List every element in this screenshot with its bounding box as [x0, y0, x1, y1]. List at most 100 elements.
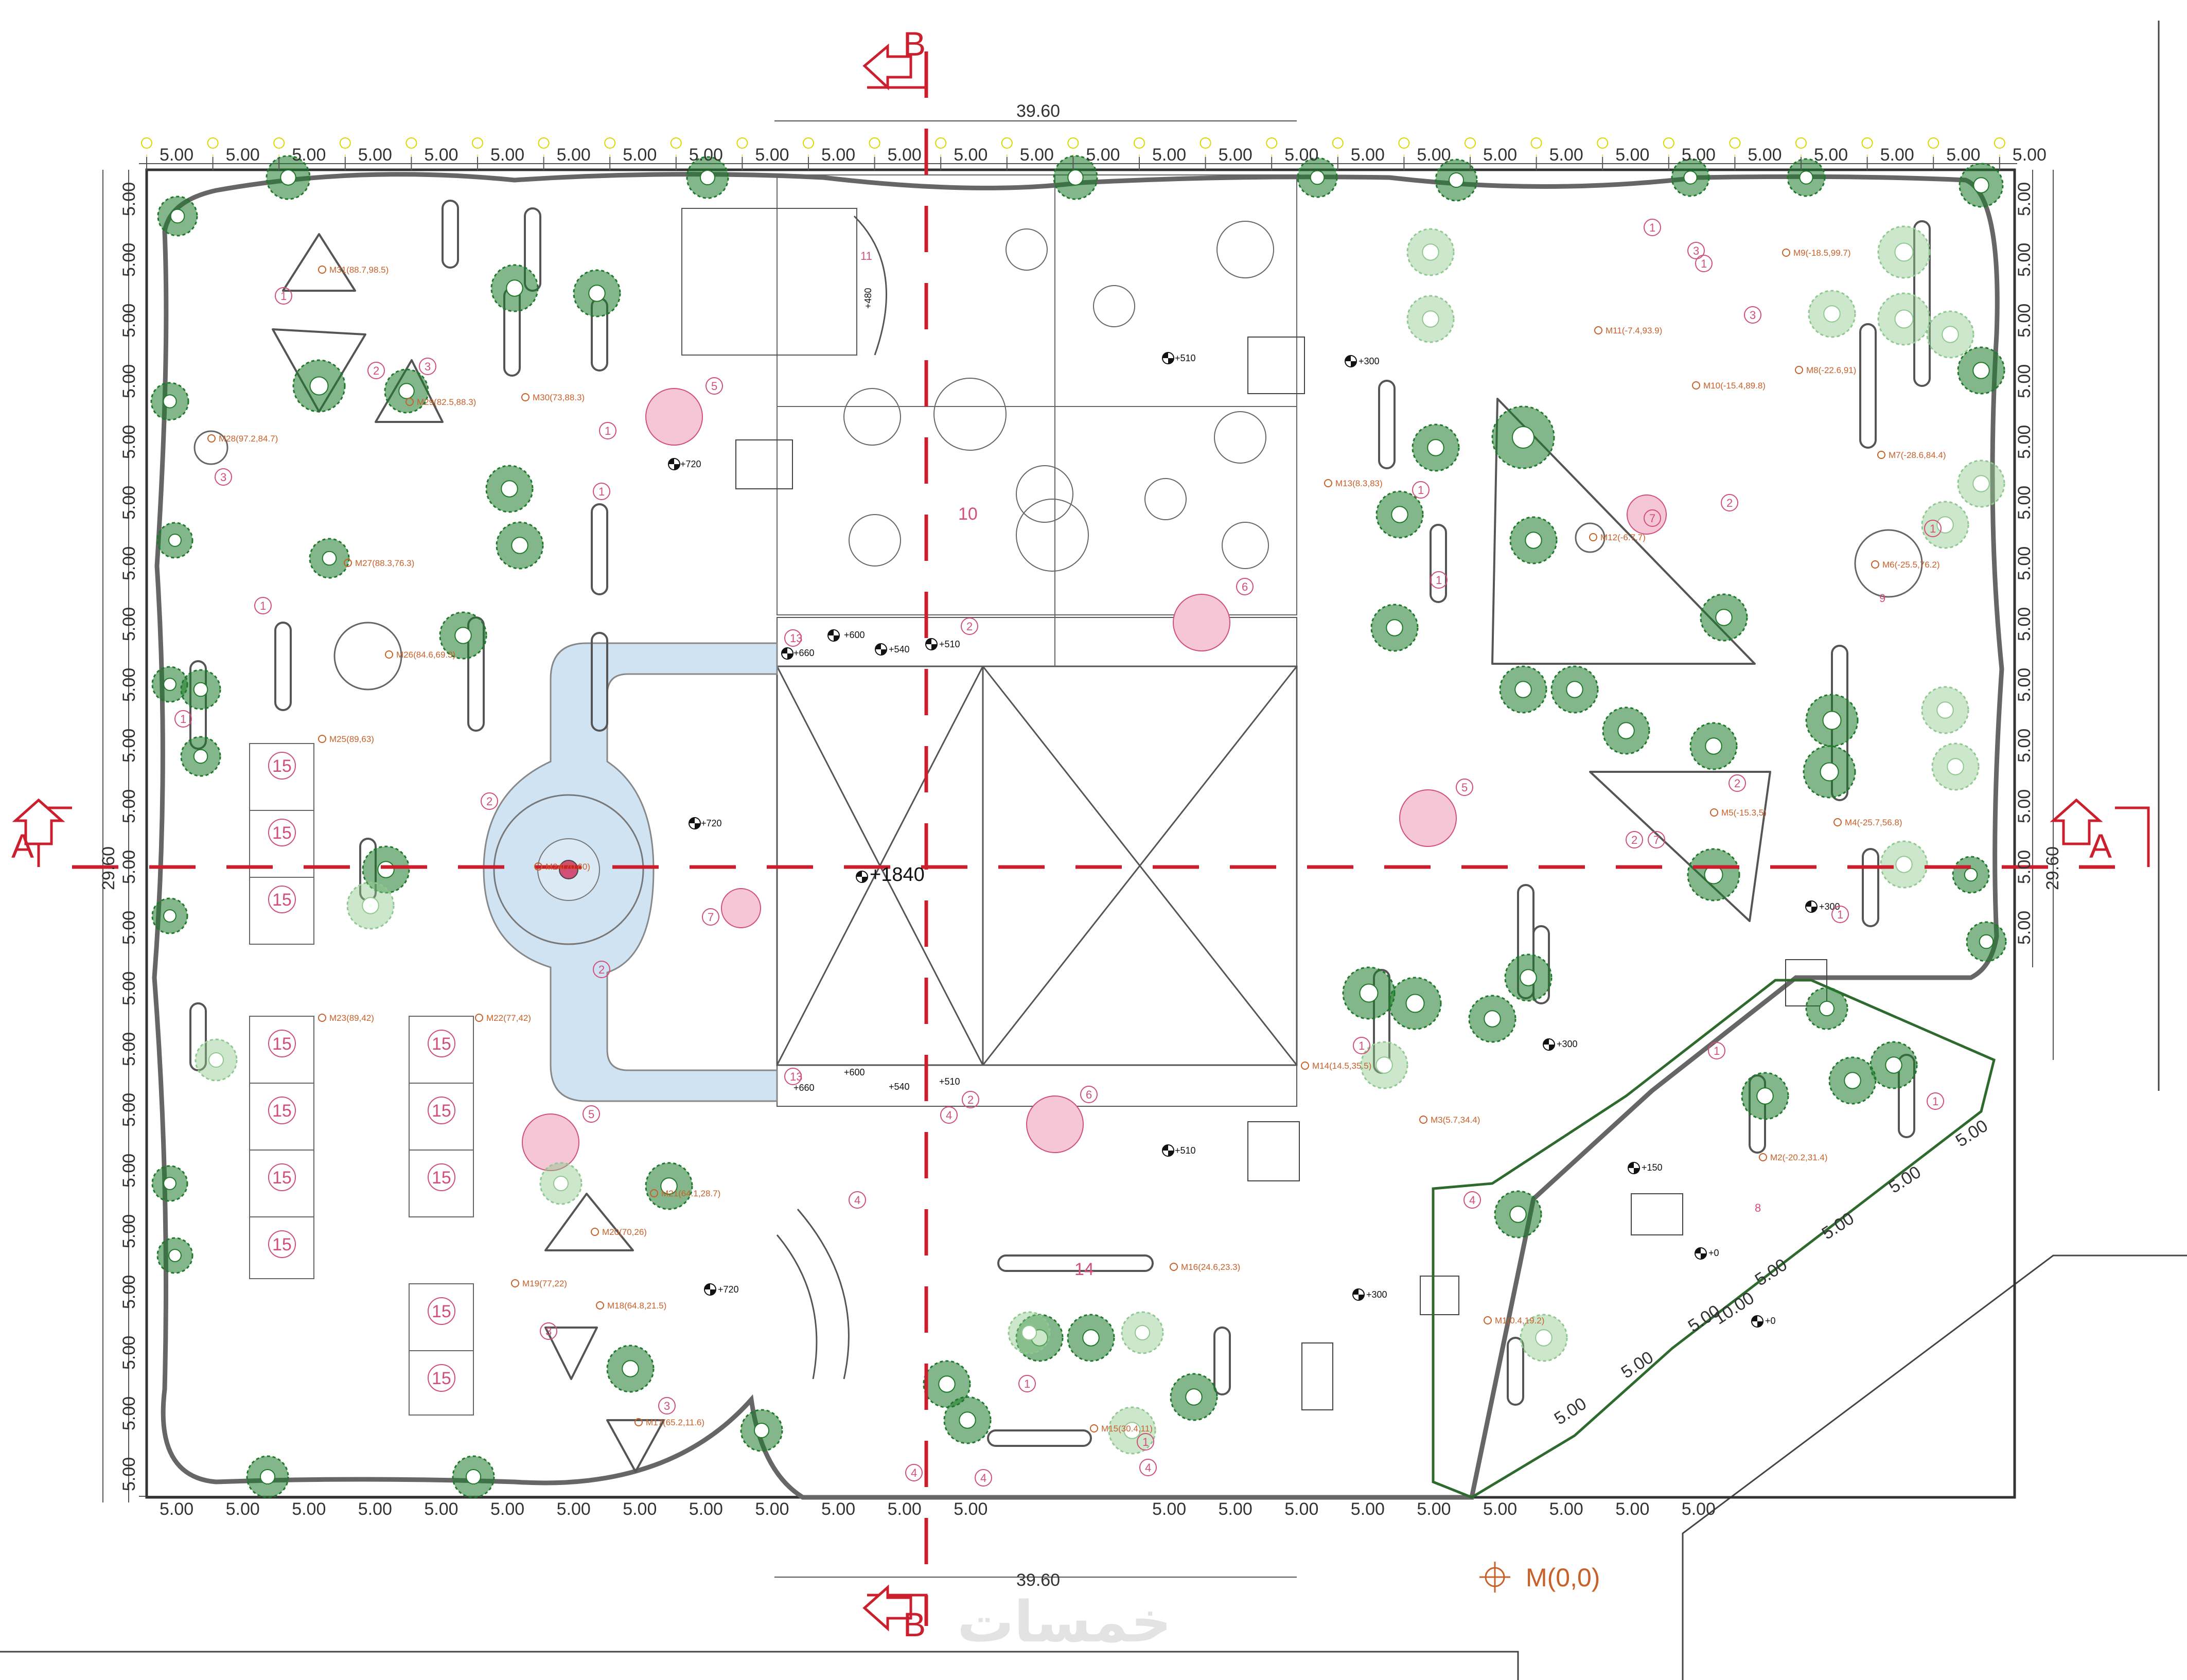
tree-icon [1741, 1072, 1789, 1120]
survey-point-marker [596, 1301, 604, 1310]
zone-marker [1644, 509, 1661, 527]
bench [442, 200, 459, 269]
zone-marker [1456, 779, 1473, 796]
watermark: خمسات [957, 1589, 1172, 1655]
parking-zone-15-label: 15 [432, 1101, 451, 1121]
tree-icon [1926, 310, 1974, 359]
tree-icon [1499, 665, 1547, 714]
tree-icon [1067, 1314, 1115, 1362]
survey-point-marker [1833, 818, 1842, 826]
zone-number-label: 1 [1142, 1436, 1149, 1448]
tree-icon [1108, 1406, 1156, 1455]
zone-number-label: 1 [598, 485, 605, 498]
bottom-module-label: 5.00 [292, 1499, 326, 1519]
zone-number-label: 4 [911, 1466, 917, 1479]
circular-features [193, 430, 1923, 691]
survey-point-marker [1759, 1153, 1767, 1161]
tree-icon [292, 359, 346, 413]
zone-number-label: 7 [1653, 834, 1660, 846]
zone-marker [784, 629, 802, 647]
left-module-label: 5.00 [119, 1093, 139, 1127]
bench [1862, 848, 1879, 927]
tree-icon [1805, 987, 1848, 1030]
section-a-right-label: A [2089, 827, 2112, 865]
survey-point-label: M18(64.8,21.5) [607, 1301, 666, 1311]
tree-icon [740, 1409, 783, 1452]
parking-zone-15-label: 15 [272, 890, 292, 910]
top-module-label: 5.00 [1417, 145, 1451, 165]
survey-point-marker [650, 1189, 658, 1197]
tree-icon [150, 382, 189, 421]
survey-point-marker [1419, 1116, 1427, 1124]
overall-height-left: 29.60 [99, 846, 118, 890]
zone-number-label: 3 [664, 1400, 670, 1412]
zone-marker [658, 1397, 676, 1414]
tree-icon [1550, 665, 1599, 714]
survey-point-marker [1795, 366, 1803, 374]
left-module-label: 5.00 [119, 364, 139, 398]
tree-icon [1468, 995, 1516, 1043]
zone-marker [905, 1464, 923, 1481]
zone-marker [1831, 906, 1849, 923]
section-arrows [12, 43, 2103, 1632]
tree-icon [1671, 158, 1710, 197]
left-module-label: 5.00 [119, 607, 139, 641]
tree-icon [1931, 742, 1980, 791]
zone-marker [849, 1191, 866, 1209]
bench [997, 1254, 1154, 1272]
survey-point-label: M10(-15.4,89.8) [1703, 381, 1766, 391]
zone-number-label: 13 [790, 1070, 802, 1083]
upper-plaza [777, 174, 1297, 666]
section-a-left-label: A [11, 827, 34, 865]
top-module-label: 5.00 [557, 145, 591, 165]
zone-number-label: 1 [280, 290, 287, 303]
context-lines [0, 21, 2187, 1680]
level-symbol [856, 871, 868, 883]
survey-point-label: M14(14.5,35.5) [1312, 1061, 1371, 1071]
level-540-b: +540 [889, 1082, 910, 1092]
top-module-label: 5.00 [424, 145, 458, 165]
zone-marker [1729, 774, 1746, 792]
zone-number-label: 7 [708, 911, 714, 924]
zone-marker [268, 1163, 296, 1191]
zone-marker [593, 961, 610, 978]
right-module-label: 5.00 [2015, 546, 2034, 580]
survey-point-marker [1594, 326, 1602, 334]
tree-icon [195, 1038, 238, 1082]
level-720-c: +720 [718, 1284, 739, 1295]
tree-icon [606, 1345, 655, 1393]
zone-marker [215, 468, 232, 486]
zone-marker [268, 1030, 296, 1057]
level-510-a: +510 [939, 639, 960, 649]
tree-icon [439, 611, 487, 660]
tree-icon [1805, 694, 1859, 747]
survey-point-label: M9(-18.5,99.7) [1793, 248, 1851, 258]
tree-icon [1957, 346, 2005, 395]
survey-point-marker [318, 735, 326, 743]
tree-icon [1687, 848, 1740, 901]
top-module-label: 5.00 [1086, 145, 1120, 165]
survey-point-marker [1782, 249, 1790, 257]
bench [1859, 323, 1877, 449]
survey-point-label: M7(-28.6,84.4) [1889, 450, 1946, 460]
tree-icon [309, 538, 350, 579]
tree-icon [1504, 953, 1553, 1002]
top-module-label: 5.00 [1748, 145, 1782, 165]
left-module-label: 5.00 [119, 182, 139, 216]
section-lines [72, 51, 2115, 1626]
survey-point-label: M23(89,42) [329, 1013, 374, 1023]
zone-marker [367, 362, 385, 379]
survey-point-marker [385, 650, 393, 659]
zone-number-label: 1 [260, 599, 266, 612]
zone-marker [1137, 1433, 1154, 1451]
left-module-label: 5.00 [119, 789, 139, 823]
tree-icon [1957, 459, 2005, 508]
top-module-label: 5.00 [1219, 145, 1253, 165]
top-module-label: 5.00 [755, 145, 789, 165]
zone-number-label: 1 [1024, 1377, 1030, 1390]
tree-icon [1375, 490, 1424, 539]
survey-point-marker [475, 1014, 483, 1022]
zone-marker [1721, 494, 1738, 511]
survey-point-marker [1877, 451, 1885, 459]
zone-marker [1708, 1042, 1725, 1059]
